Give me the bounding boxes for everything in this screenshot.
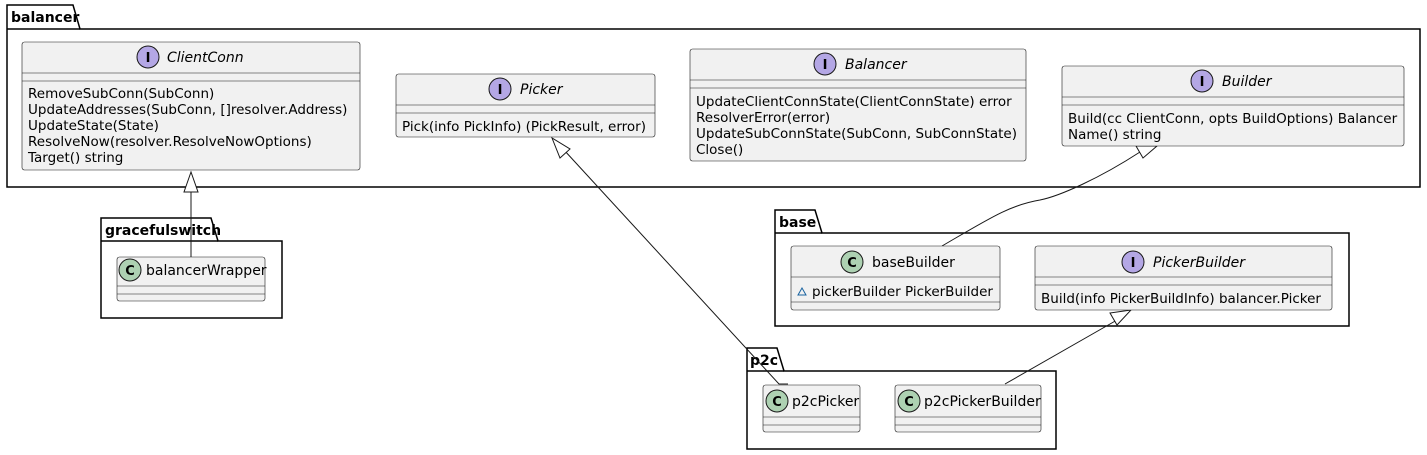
class-icon: C — [847, 256, 857, 271]
arrowhead-pickerbuilder — [1109, 309, 1133, 326]
arrowhead-picker — [550, 136, 571, 159]
relations — [183, 136, 1159, 385]
edge-basebuilder-builder — [941, 151, 1141, 247]
edge-p2cpicker-picker — [563, 149, 788, 385]
interface-title: Builder — [1222, 74, 1273, 90]
class-icon: C — [904, 395, 914, 410]
method: UpdateSubConnState(SubConn, SubConnState… — [696, 126, 1017, 142]
interface-clientconn[interactable]: I ClientConn RemoveSubConn(SubConn) Upda… — [21, 41, 361, 171]
interface-picker[interactable]: I Picker Pick(info PickInfo) (PickResult… — [395, 73, 656, 138]
class-balancerwrapper[interactable]: C balancerWrapper — [116, 256, 267, 302]
class-icon: C — [772, 395, 782, 410]
method: Pick(info PickInfo) (PickResult, error) — [402, 119, 646, 135]
interface-title: ClientConn — [167, 50, 244, 66]
package-label-balancer: balancer — [11, 10, 79, 26]
edge-p2cpickerbuilder-pickerbuilder — [1004, 319, 1118, 385]
method: UpdateState(State) — [28, 118, 159, 134]
package-label-p2c: p2c — [750, 353, 778, 369]
method: ResolveNow(resolver.ResolveNowOptions) — [28, 134, 312, 150]
interface-icon: I — [146, 51, 151, 66]
package-visibility-icon — [797, 286, 807, 296]
interface-icon: I — [498, 83, 503, 98]
method: UpdateAddresses(SubConn, []resolver.Addr… — [28, 102, 347, 118]
package-label-base: base — [779, 215, 816, 231]
field: pickerBuilder PickerBuilder — [812, 284, 993, 300]
class-p2cpicker[interactable]: C p2cPicker — [762, 384, 861, 433]
class-title: p2cPickerBuilder — [924, 394, 1041, 410]
method: Close() — [696, 142, 743, 158]
interface-pickerbuilder[interactable]: I PickerBuilder Build(info PickerBuildIn… — [1034, 245, 1333, 311]
class-basebuilder[interactable]: C baseBuilder pickerBuilder PickerBuilde… — [790, 245, 1001, 311]
method: Build(info PickerBuildInfo) balancer.Pic… — [1041, 291, 1321, 307]
method: Name() string — [1068, 127, 1161, 143]
method: ResolverError(error) — [696, 110, 830, 126]
method: Build(cc ClientConn, opts BuildOptions) … — [1068, 111, 1398, 127]
package-label-gracefulswitch: gracefulswitch — [105, 223, 221, 239]
method: Target() string — [27, 150, 123, 166]
interface-icon: I — [823, 58, 828, 73]
class-p2cpickerbuilder[interactable]: C p2cPickerBuilder — [894, 384, 1042, 433]
interface-builder[interactable]: I Builder Build(cc ClientConn, opts Buil… — [1061, 65, 1405, 147]
class-icon: C — [125, 264, 135, 279]
interface-balancer[interactable]: I Balancer UpdateClientConnState(ClientC… — [689, 48, 1027, 162]
interface-icon: I — [1131, 256, 1136, 271]
method: RemoveSubConn(SubConn) — [28, 86, 214, 102]
interface-title: Picker — [520, 82, 564, 98]
interface-title: PickerBuilder — [1153, 255, 1246, 271]
class-title: balancerWrapper — [146, 263, 267, 279]
interface-title: Balancer — [845, 57, 908, 73]
class-title: p2cPicker — [792, 394, 859, 410]
class-title: baseBuilder — [872, 255, 955, 271]
arrowhead-clientconn — [183, 170, 199, 193]
method: UpdateClientConnState(ClientConnState) e… — [696, 94, 1012, 110]
interface-icon: I — [1200, 75, 1205, 90]
